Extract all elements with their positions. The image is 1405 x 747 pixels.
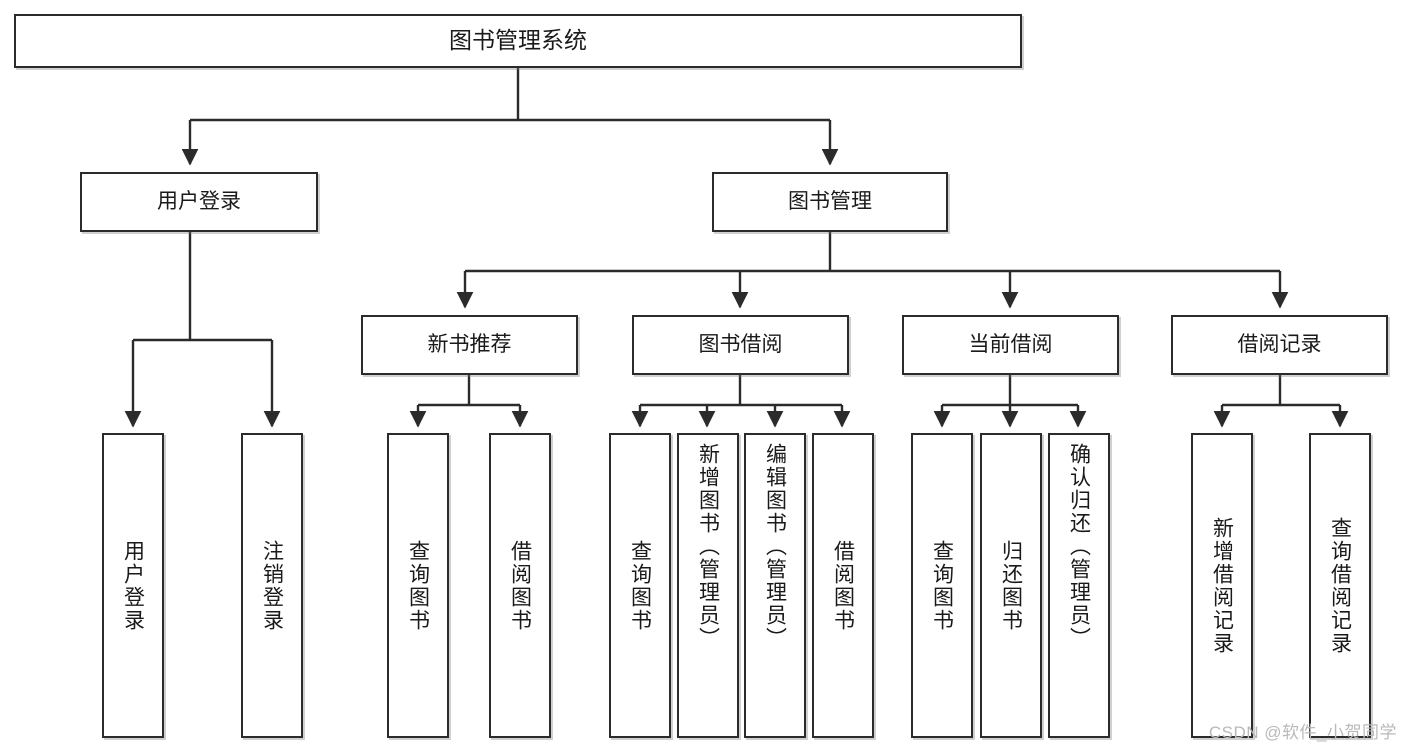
leaf-label: 编辑图书（管理员） bbox=[763, 443, 787, 650]
leaf-confirm-return-admin[interactable]: 确认归还（管理员） bbox=[1048, 433, 1110, 738]
node-label: 新书推荐 bbox=[427, 332, 512, 356]
node-label: 图书借阅 bbox=[698, 332, 783, 356]
leaf-user-login[interactable]: 用户登录 bbox=[102, 433, 164, 738]
watermark-csdn: CSDN @软件_小贺同学 bbox=[1208, 723, 1397, 742]
leaf-edit-book-admin[interactable]: 编辑图书（管理员） bbox=[744, 433, 806, 738]
node-book-management[interactable]: 图书管理 bbox=[712, 172, 948, 232]
node-new-book-recommendation[interactable]: 新书推荐 bbox=[361, 315, 578, 375]
leaf-label: 归还图书 bbox=[999, 539, 1023, 632]
leaf-query-book-borrow[interactable]: 查询图书 bbox=[609, 433, 671, 738]
leaf-query-book-recommend[interactable]: 查询图书 bbox=[387, 433, 449, 738]
leaf-query-book-current[interactable]: 查询图书 bbox=[911, 433, 973, 738]
leaf-label: 注销登录 bbox=[260, 539, 284, 632]
node-label: 当前借阅 bbox=[968, 332, 1053, 356]
leaf-borrow-book-recommend[interactable]: 借阅图书 bbox=[489, 433, 551, 738]
node-user-login[interactable]: 用户登录 bbox=[80, 172, 318, 232]
leaf-label: 借阅图书 bbox=[508, 539, 532, 632]
node-current-borrow[interactable]: 当前借阅 bbox=[902, 315, 1119, 375]
node-book-borrow[interactable]: 图书借阅 bbox=[632, 315, 849, 375]
node-label: 图书管理系统 bbox=[449, 27, 587, 54]
leaf-label: 新增图书（管理员） bbox=[696, 443, 720, 650]
leaf-label: 查询图书 bbox=[930, 539, 954, 632]
leaf-return-book[interactable]: 归还图书 bbox=[980, 433, 1042, 738]
leaf-label: 借阅图书 bbox=[831, 539, 855, 632]
leaf-label: 查询图书 bbox=[406, 539, 430, 632]
node-label: 用户登录 bbox=[157, 189, 241, 213]
leaf-add-book-admin[interactable]: 新增图书（管理员） bbox=[677, 433, 739, 738]
leaf-logout[interactable]: 注销登录 bbox=[241, 433, 303, 738]
leaf-borrow-book[interactable]: 借阅图书 bbox=[812, 433, 874, 738]
leaf-label: 查询借阅记录 bbox=[1328, 516, 1352, 655]
leaf-label: 确认归还（管理员） bbox=[1067, 443, 1091, 650]
leaf-query-borrow-record[interactable]: 查询借阅记录 bbox=[1309, 433, 1371, 738]
leaf-add-borrow-record[interactable]: 新增借阅记录 bbox=[1191, 433, 1253, 738]
node-borrow-record[interactable]: 借阅记录 bbox=[1171, 315, 1388, 375]
node-label: 借阅记录 bbox=[1237, 332, 1322, 356]
leaf-label: 用户登录 bbox=[121, 539, 145, 632]
leaf-label: 新增借阅记录 bbox=[1210, 516, 1234, 655]
node-label: 图书管理 bbox=[788, 189, 872, 213]
node-book-management-system[interactable]: 图书管理系统 bbox=[14, 14, 1022, 68]
leaf-label: 查询图书 bbox=[628, 539, 652, 632]
